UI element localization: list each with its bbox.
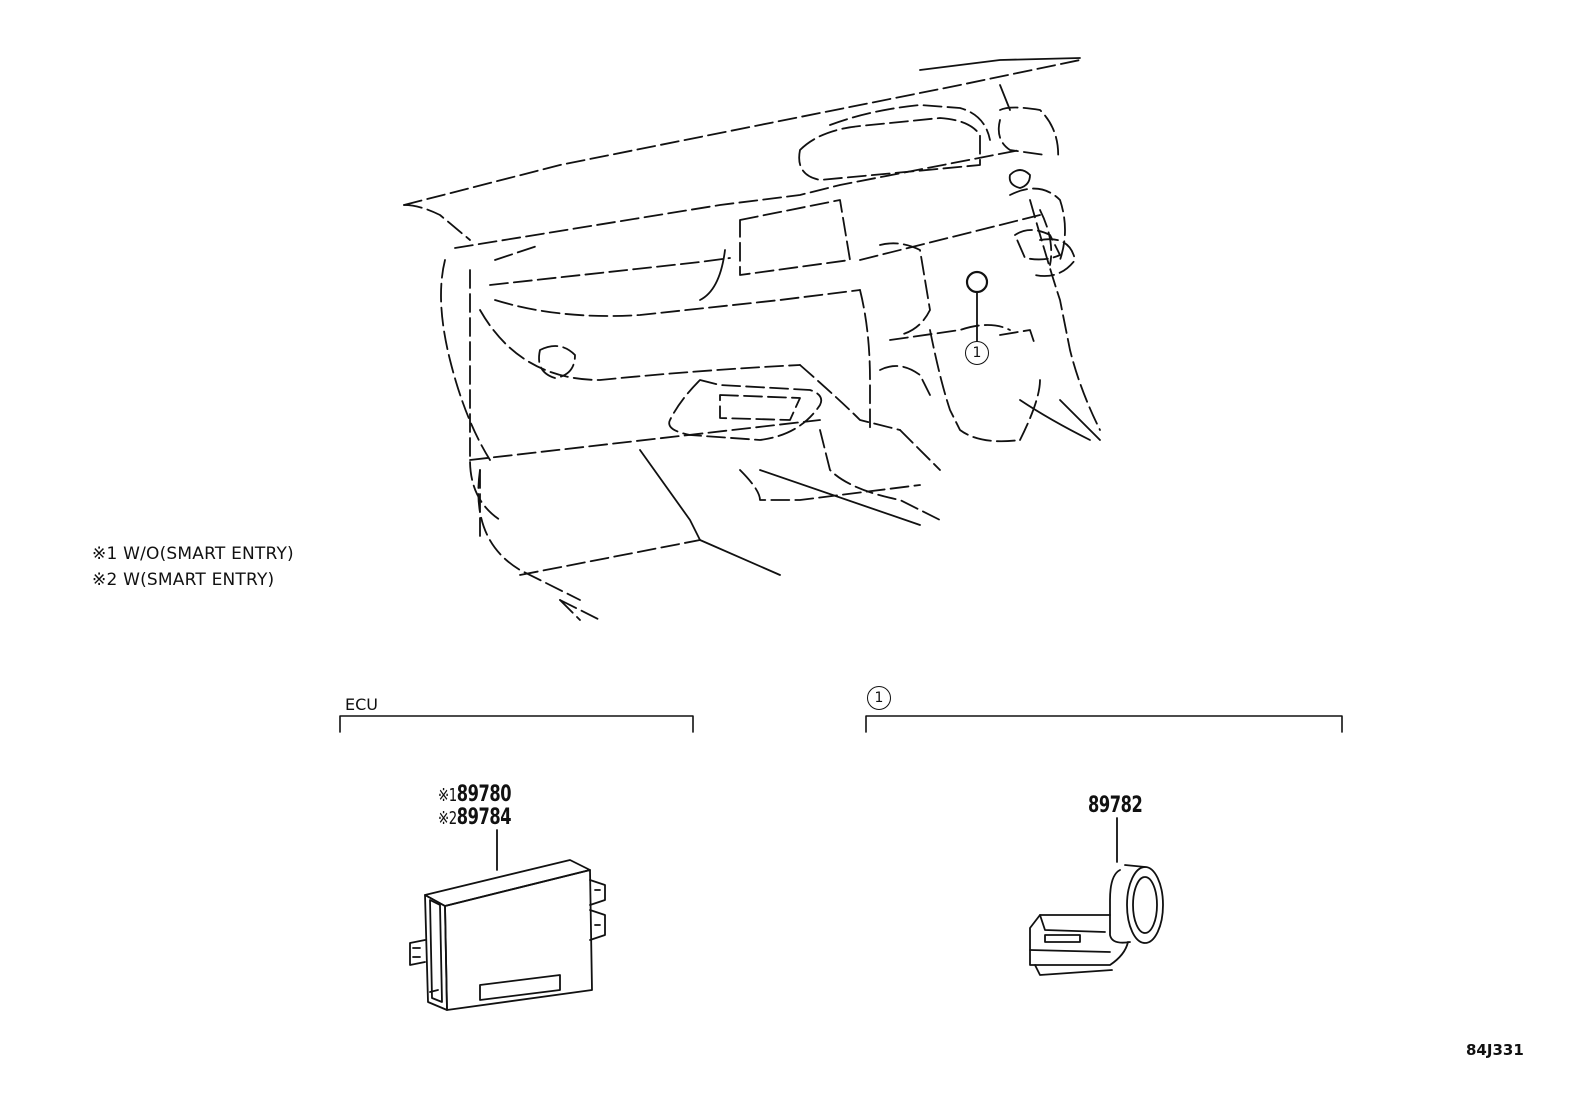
- ecu-module-drawing: [409, 859, 606, 1011]
- part-number-89782[interactable]: 89782: [1088, 793, 1143, 818]
- part-mark-2: ※2: [438, 808, 457, 829]
- legend-mark-2: ※2: [92, 570, 118, 590]
- legend-mark-1: ※1: [92, 544, 118, 564]
- legend-text-1: W/O(SMART ENTRY): [123, 544, 294, 564]
- legend-text-2: W(SMART ENTRY): [123, 570, 275, 590]
- group-header-marker: 1: [867, 686, 891, 710]
- illustration-code: 84J331: [1466, 1041, 1524, 1059]
- part-number-89780[interactable]: 89780: [456, 782, 512, 807]
- part-number-89784[interactable]: 89784: [456, 805, 512, 830]
- group-brackets: [339, 715, 1343, 733]
- part-number-ecu-2[interactable]: ※289784: [438, 805, 512, 830]
- sensor-part-drawing: [1029, 864, 1164, 976]
- dashboard-solid-lines: [639, 57, 1101, 576]
- callout-marker-illustration: 1: [965, 341, 989, 365]
- dashboard-illustration: [403, 59, 1101, 621]
- callout-locator: [965, 270, 989, 344]
- part-mark-1: ※1: [438, 785, 457, 806]
- legend-item-1: ※1 W/O(SMART ENTRY): [92, 546, 294, 563]
- legend-item-2: ※2 W(SMART ENTRY): [92, 572, 274, 589]
- part-number-ecu-1[interactable]: ※189780: [438, 782, 512, 807]
- group-header-ecu: ECU: [345, 695, 378, 714]
